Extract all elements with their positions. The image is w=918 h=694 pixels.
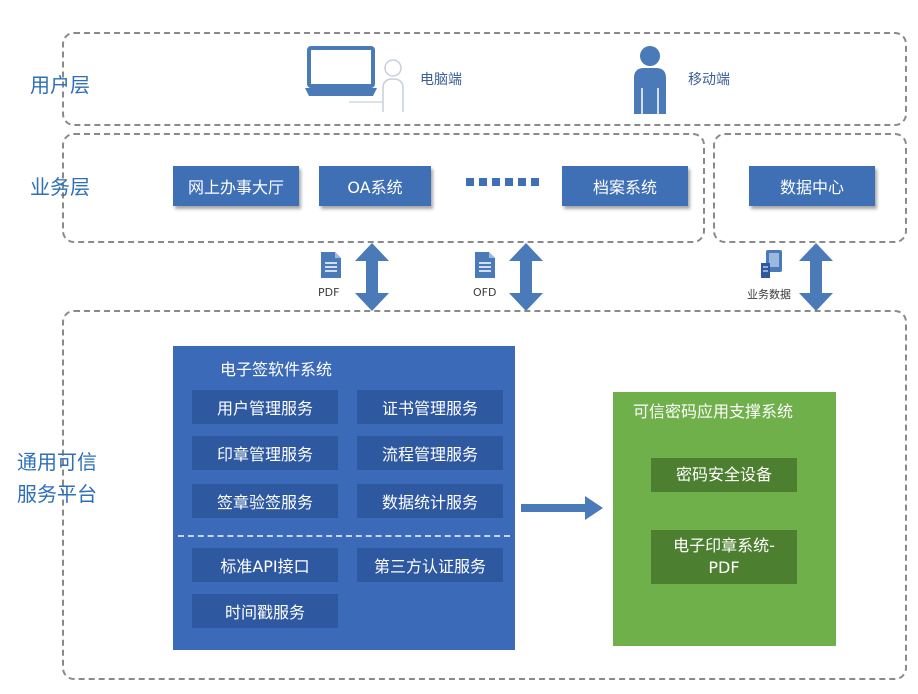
business-data-double-arrow: [799, 243, 833, 311]
ofd-document-icon: [475, 252, 495, 278]
crypto-security-device-box: 密码安全设备: [651, 458, 797, 492]
online-service-hall-box: 网上办事大厅: [173, 166, 299, 206]
ofd-double-arrow: [509, 243, 543, 311]
signature-verification-service: 签章验签服务: [192, 484, 338, 518]
trusted-system-title: 可信密码应用支撑系统: [633, 402, 794, 421]
timestamp-service: 时间戳服务: [192, 594, 338, 628]
workflow-management-service: 流程管理服务: [357, 436, 503, 470]
pdf-double-arrow: [355, 243, 389, 311]
user-layer-label: 用户层: [30, 73, 90, 97]
user-management-service: 用户管理服务: [192, 390, 338, 424]
esign-divider: [178, 535, 510, 537]
desktop-user-icon: [305, 46, 404, 112]
oa-system-box: OA系统: [319, 166, 431, 206]
to-trusted-system-arrow: [521, 496, 603, 520]
pdf-label: PDF: [318, 286, 340, 299]
electronic-seal-line1: 电子印章系统-: [673, 536, 775, 555]
business-data-icon: [761, 250, 782, 278]
esign-system-title: 电子签软件系统: [220, 360, 333, 379]
more-systems-ellipsis: [466, 178, 539, 186]
electronic-seal-line2: PDF: [708, 558, 740, 577]
electronic-seal-pdf-box: 电子印章系统- PDF: [651, 530, 797, 584]
pc-client-label: 电脑端: [420, 72, 462, 88]
platform-layer-label-line1: 通用可信: [17, 450, 97, 474]
mobile-user-icon: [634, 46, 666, 114]
mobile-client-label: 移动端: [688, 72, 730, 88]
third-party-auth-service: 第三方认证服务: [357, 548, 503, 582]
business-data-label: 业务数据: [747, 288, 791, 301]
trusted-system-panel: [613, 392, 836, 646]
business-layer-zone: [62, 133, 705, 243]
archive-system-box: 档案系统: [562, 166, 688, 206]
pdf-document-icon: [321, 252, 341, 278]
platform-layer-label-line2: 服务平台: [17, 482, 97, 506]
user-layer-zone: [62, 32, 907, 126]
data-statistics-service: 数据统计服务: [357, 484, 503, 518]
business-layer-label: 业务层: [30, 175, 90, 199]
platform-layer-zone: [62, 310, 907, 680]
standard-api-interface: 标准API接口: [192, 548, 338, 582]
seal-management-service: 印章管理服务: [192, 436, 338, 470]
data-center-zone: [713, 133, 907, 243]
ofd-label: OFD: [473, 286, 497, 299]
certificate-management-service: 证书管理服务: [357, 390, 503, 424]
data-center-box: 数据中心: [749, 166, 875, 206]
